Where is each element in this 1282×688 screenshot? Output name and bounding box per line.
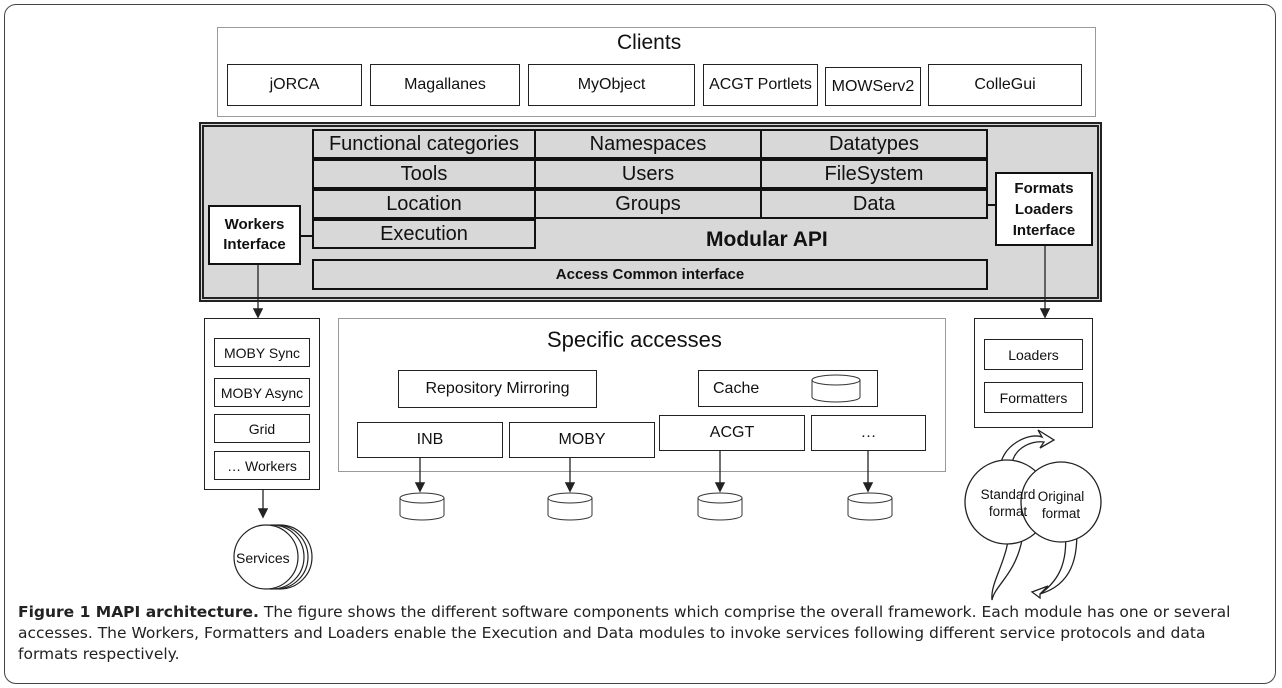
figure-frame [4, 4, 1276, 684]
cache-label: Cache [713, 379, 760, 397]
figure-caption: Figure 1 MAPI architecture. The figure s… [18, 602, 1268, 665]
client-mowserv2: MOWServ2 [825, 67, 921, 106]
specific-accesses-title: Specific accesses [547, 327, 722, 352]
api-row-4: Execution [312, 219, 988, 249]
workers-interface-label: Workers Interface [223, 216, 286, 253]
client-magallanes: Magallanes [370, 64, 520, 106]
format-cycle-icon [964, 429, 1102, 601]
api-cell-datatypes: Datatypes [760, 129, 988, 159]
client-acgt-portlets: ACGT Portlets [703, 64, 818, 106]
inb-database-icon [399, 492, 445, 521]
caption-text: The figure shows the different software … [18, 603, 1231, 663]
worker-more-workers: … Workers [214, 451, 310, 480]
access-common-interface: Access Common interface [312, 259, 988, 290]
client-myobject: MyObject [528, 64, 695, 106]
formats-loaders-interface: Formats Loaders Interface [995, 172, 1093, 246]
more-database-icon [847, 492, 893, 521]
workers-interface: Workers Interface [208, 205, 301, 265]
standard-format-label: Standard format [980, 487, 1036, 519]
api-cell-filesystem: FileSystem [760, 159, 988, 189]
repo-more: … [811, 415, 926, 451]
modular-api-panel [199, 122, 1102, 302]
worker-moby-async: MOBY Async [214, 378, 310, 407]
services-stack-icon [233, 524, 313, 590]
api-cell-execution: Execution [312, 219, 536, 249]
clients-title: Clients [617, 31, 682, 54]
caption-title: Figure 1 MAPI architecture. [18, 603, 259, 621]
api-row-2: Tools Users FileSystem [312, 159, 988, 189]
cache-cylinder-icon [811, 374, 861, 403]
repo-acgt: ACGT [659, 415, 805, 451]
api-row-3: Location Groups Data [312, 189, 988, 219]
api-cell-data: Data [760, 189, 988, 219]
client-collegui: ColleGui [928, 64, 1082, 106]
acgt-database-icon [697, 492, 743, 521]
api-row-1: Functional categories Namespaces Datatyp… [312, 129, 988, 159]
formats-loaders-interface-label: Formats Loaders Interface [1012, 179, 1076, 239]
modular-api-label: Modular API [706, 228, 828, 251]
moby-database-icon [547, 492, 593, 521]
loaders-box: Loaders [984, 339, 1083, 370]
client-jorca: jORCA [227, 64, 362, 106]
worker-grid: Grid [214, 414, 310, 443]
repo-inb: INB [357, 422, 503, 458]
services-label: Services [236, 550, 290, 566]
original-format-label: Original format [1037, 489, 1085, 521]
repo-moby: MOBY [509, 422, 655, 458]
worker-moby-sync: MOBY Sync [214, 338, 310, 367]
repository-mirroring-box: Repository Mirroring [398, 370, 597, 408]
formatters-box: Formatters [984, 382, 1083, 413]
